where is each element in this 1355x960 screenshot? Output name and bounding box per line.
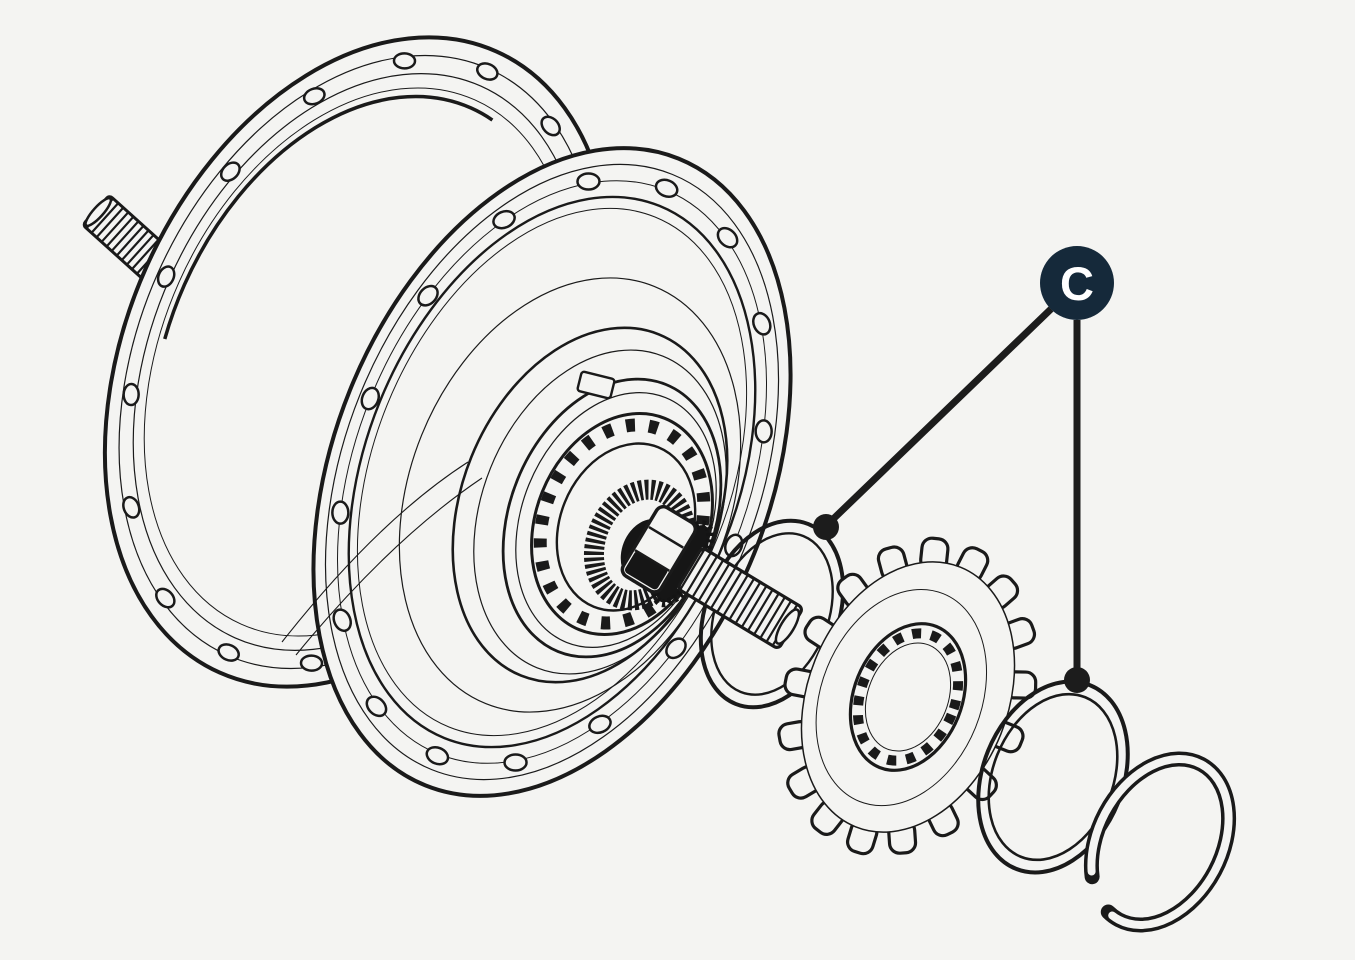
spoke-hole [503,753,528,772]
sprocket-face-line [815,588,988,807]
spoke-hole [425,745,450,766]
near-flange-ring [356,207,748,737]
callout-badge [1040,246,1114,320]
nut-outline [620,504,698,594]
spoke-hole [716,226,739,249]
serrated-washer [656,525,710,603]
spoke-hole [365,695,388,718]
spoke-hole [476,62,499,81]
callout-dot-dust-cap [813,514,839,540]
cover-tab [576,370,616,400]
spoke-hole [392,52,417,70]
callout-c: C [813,246,1114,693]
sprocket-root-line [800,561,1016,833]
threaded-axle [620,504,804,650]
spoke-hole [156,265,176,288]
sprocket [777,536,1038,856]
callout-dot-snap-ring [1064,667,1090,693]
circlip [1083,751,1237,933]
circlip-wire-highlight [1087,755,1233,929]
spoke-hole [302,87,326,106]
spoke-hole [332,608,352,633]
axle-stub-end-face [84,196,113,228]
near-flange-ring [324,163,780,781]
spoke-hole [752,311,772,336]
axle-nut [620,504,698,594]
nut-shaded-facet [625,551,668,590]
spoke-hole [654,178,679,199]
sprocket-spline-notches [852,628,964,766]
hub-drum-edge [347,195,757,749]
near-flange-spoke-holes [331,172,773,772]
axle-shaft [677,547,804,650]
spoke-hole [122,382,140,407]
spoke-hole [360,386,381,411]
axle-threads [679,549,801,648]
spoke-hole [576,172,601,191]
callout-leader-line-dust-cap [825,306,1054,527]
spoke-hole [540,115,561,137]
spoke-hole [417,284,439,307]
axle-end-face [774,608,801,645]
spoke-hole [754,419,773,444]
sprocket-spline-inner-line [864,642,952,752]
spoke-hole [155,587,176,609]
spoke-hole [331,500,350,525]
drum-contour-line [281,461,469,643]
nut-facet-line [634,549,670,572]
spoke-hole [122,495,141,519]
spoke-hole [492,209,516,230]
spoke-hole [588,714,612,735]
cover-ring-outer [398,277,742,713]
far-flange-shadow-arc [149,94,567,630]
spoke-hole [217,643,240,662]
spoke-hole [219,161,241,182]
nut-facet-line [648,525,684,549]
callout-label: C [1060,257,1094,310]
spoke-hole [665,637,687,660]
spoke-hole [299,654,324,672]
